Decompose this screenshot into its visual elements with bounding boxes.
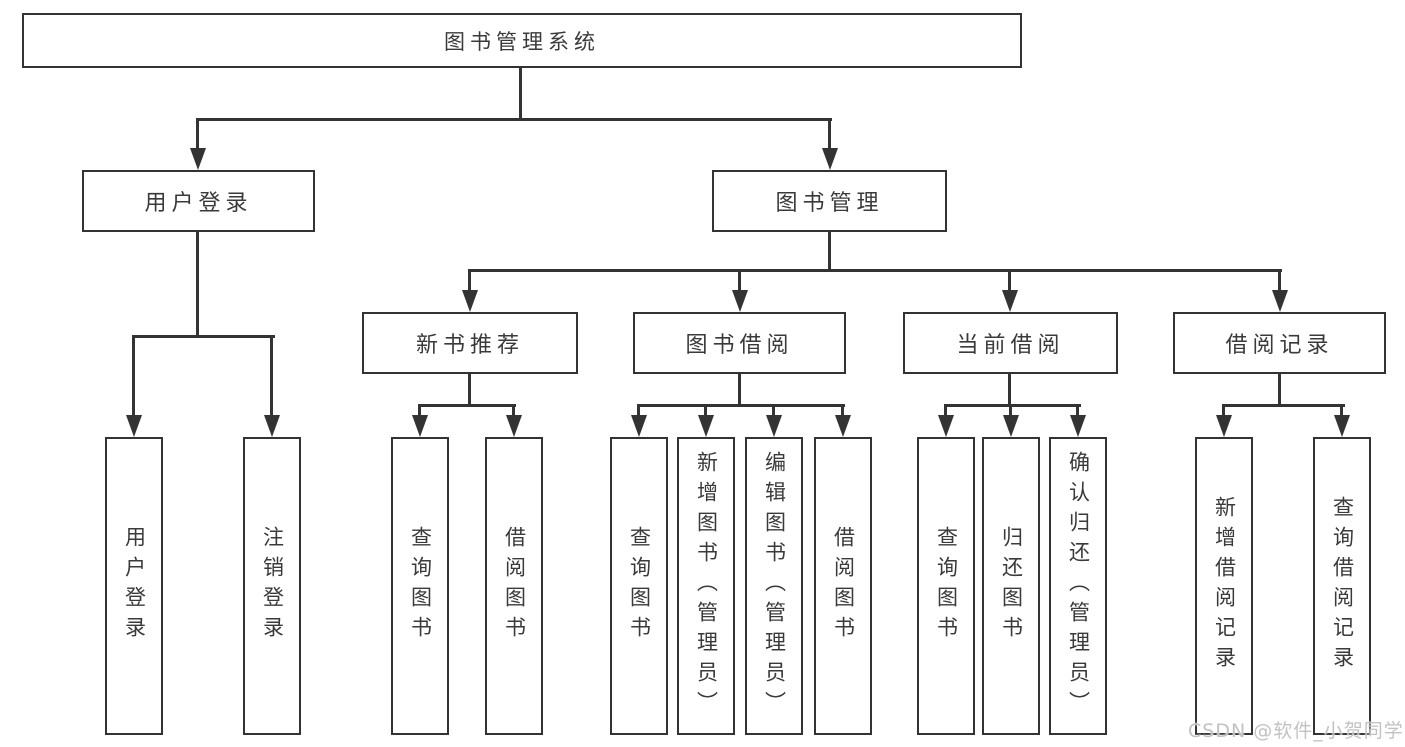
- leaf-query-borrow-record: 查询借阅记录: [1313, 437, 1371, 735]
- connector-line: [196, 118, 832, 121]
- arrow-down-icon: [1216, 415, 1232, 437]
- node-current-borrow: 当前借阅: [903, 312, 1118, 374]
- arrow-down-icon: [412, 415, 428, 437]
- connector-line: [944, 404, 1081, 407]
- connector-line: [468, 269, 1282, 272]
- leaf-confirm-return-admin: 确认归还（管理员）: [1049, 437, 1107, 735]
- connector-line: [944, 404, 947, 417]
- node-borrow-records: 借阅记录: [1173, 312, 1386, 374]
- connector-line: [1076, 404, 1079, 417]
- arrow-down-icon: [732, 290, 748, 312]
- arrow-down-icon: [938, 415, 954, 437]
- node-root: 图书管理系统: [22, 13, 1022, 68]
- connector-line: [1222, 404, 1345, 407]
- connector-line: [418, 404, 421, 417]
- connector-line: [133, 335, 275, 338]
- connector-line: [468, 269, 471, 293]
- arrow-down-icon: [631, 415, 647, 437]
- arrow-down-icon: [264, 415, 280, 437]
- arrow-down-icon: [1002, 290, 1018, 312]
- arrow-down-icon: [1272, 290, 1288, 312]
- csdn-watermark: CSDN @软件_小贺同学: [1188, 720, 1404, 742]
- leaf-add-borrow-record: 新增借阅记录: [1195, 437, 1253, 735]
- leaf-return-books: 归还图书: [982, 437, 1040, 735]
- arrow-down-icon: [698, 415, 714, 437]
- node-user-login: 用户登录: [82, 170, 315, 232]
- connector-line: [270, 335, 273, 417]
- leaf-query-books-recommend: 查询图书: [391, 437, 449, 735]
- connector-line: [418, 404, 516, 407]
- arrow-down-icon: [462, 290, 478, 312]
- connector-line: [637, 404, 640, 417]
- connector-line: [738, 374, 741, 407]
- connector-line: [1009, 404, 1012, 417]
- connector-line: [637, 404, 845, 407]
- arrow-down-icon: [126, 415, 142, 437]
- connector-line: [196, 232, 199, 338]
- connector-line: [468, 374, 471, 407]
- leaf-borrow-books-recommend: 借阅图书: [485, 437, 543, 735]
- connector-line: [196, 118, 199, 154]
- connector-line: [1278, 269, 1281, 293]
- arrow-down-icon: [1070, 415, 1086, 437]
- leaf-query-books-current: 查询图书: [917, 437, 975, 735]
- leaf-borrow-books: 借阅图书: [814, 437, 872, 735]
- leaf-edit-books-admin: 编辑图书（管理员）: [745, 437, 803, 735]
- node-book-borrow: 图书借阅: [633, 312, 846, 374]
- connector-line: [772, 404, 775, 417]
- leaf-query-books-borrow: 查询图书: [610, 437, 668, 735]
- arrow-down-icon: [835, 415, 851, 437]
- connector-line: [828, 118, 831, 154]
- arrow-down-icon: [822, 148, 838, 170]
- connector-line: [841, 404, 844, 417]
- connector-line: [512, 404, 515, 417]
- leaf-user-login: 用户登录: [105, 437, 163, 735]
- leaf-logout: 注销登录: [243, 437, 301, 735]
- connector-line: [132, 335, 135, 417]
- node-book-management: 图书管理: [712, 170, 947, 232]
- arrow-down-icon: [766, 415, 782, 437]
- node-new-book-recommend: 新书推荐: [362, 312, 578, 374]
- connector-line: [1008, 374, 1011, 407]
- leaf-add-books-admin: 新增图书（管理员）: [677, 437, 735, 735]
- connector-line: [1278, 374, 1281, 407]
- arrow-down-icon: [506, 415, 522, 437]
- connector-line: [704, 404, 707, 417]
- connector-line: [1340, 404, 1343, 417]
- connector-line: [828, 232, 831, 272]
- arrow-down-icon: [1334, 415, 1350, 437]
- arrow-down-icon: [1003, 415, 1019, 437]
- connector-line: [1222, 404, 1225, 417]
- arrow-down-icon: [190, 148, 206, 170]
- connector-line: [519, 68, 522, 120]
- connector-line: [1008, 269, 1011, 293]
- connector-line: [738, 269, 741, 293]
